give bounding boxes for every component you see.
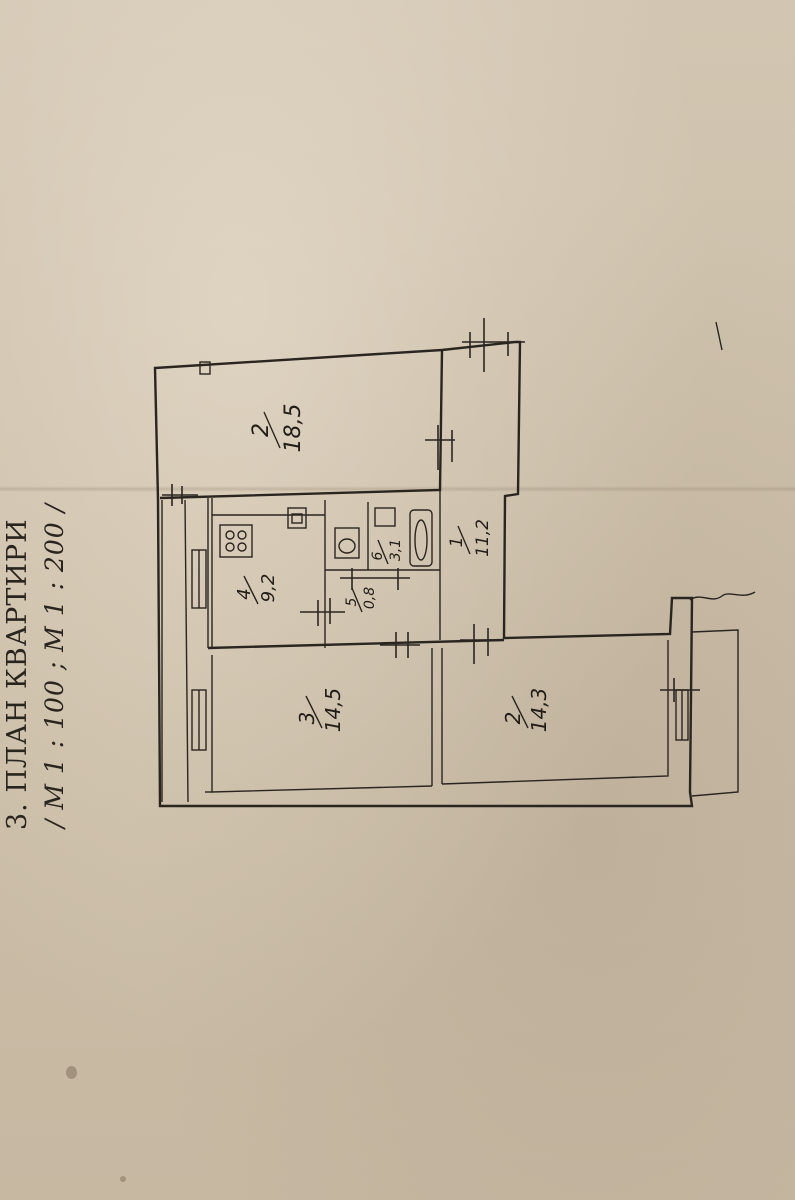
fixtures: [219, 507, 433, 567]
bathtub-icon: [409, 509, 433, 567]
room-label-3: 3 14,5: [295, 688, 345, 733]
dimension-ticks: [162, 318, 700, 702]
svg-text:4: 4: [234, 588, 255, 599]
svg-text:3: 3: [295, 712, 319, 725]
svg-text:2: 2: [249, 423, 274, 437]
sink-icon: [287, 507, 307, 529]
svg-text:14,3: 14,3: [527, 688, 551, 733]
outer-walls: [153, 340, 756, 808]
svg-text:18,5: 18,5: [281, 404, 306, 453]
washbasin-icon: [374, 507, 396, 527]
room-label-4: 4 9,2: [234, 574, 279, 605]
svg-text:3,1: 3,1: [388, 539, 404, 561]
room-label-2b: 2 14,3: [501, 688, 551, 733]
svg-text:14,5: 14,5: [321, 688, 345, 733]
toilet-icon: [334, 527, 360, 559]
svg-text:9,2: 9,2: [258, 574, 279, 603]
paper-fold-line: [0, 486, 795, 492]
svg-text:11,2: 11,2: [473, 519, 493, 557]
room-label-2: 2 18,5: [249, 404, 306, 453]
balcony-notch: [199, 361, 211, 375]
svg-text:2: 2: [501, 712, 525, 725]
svg-text:6: 6: [370, 551, 386, 560]
svg-text:0,8: 0,8: [362, 587, 378, 609]
room-label-1: 1 11,2: [447, 519, 493, 557]
pencil-mark: [715, 321, 723, 351]
windows: [191, 549, 689, 751]
svg-text:1: 1: [447, 537, 467, 548]
svg-text:5: 5: [344, 597, 360, 606]
stove-icon: [219, 524, 253, 558]
room-label-6: 6 3,1: [370, 539, 404, 565]
room-label-5: 5 0,8: [344, 587, 378, 613]
interior-walls: [159, 349, 669, 793]
ink-stain: [66, 1066, 77, 1079]
room-labels: 2 18,5 1 11,2 4 9,2 6 3,1 5 0,8 3 14,5: [234, 404, 551, 733]
ink-stain: [120, 1176, 126, 1182]
